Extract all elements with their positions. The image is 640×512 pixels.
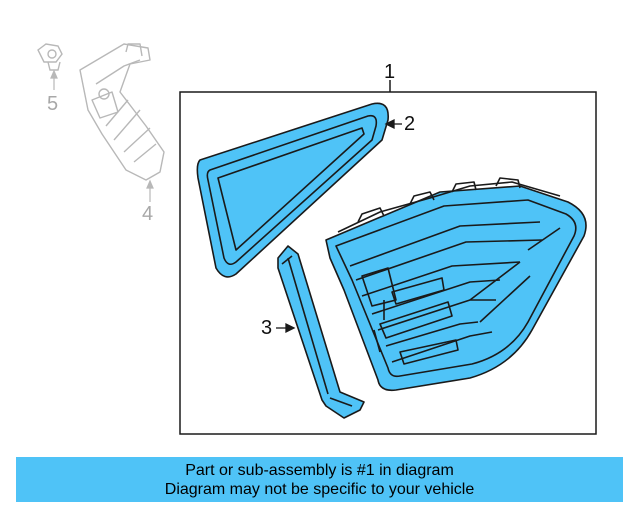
tail-lamp-assembly xyxy=(325,177,587,392)
seal-part-3 xyxy=(277,245,365,419)
assembly-box xyxy=(179,91,597,435)
faded-bolt xyxy=(37,43,63,71)
gasket-part-2 xyxy=(196,102,389,278)
faded-leader-5 xyxy=(50,69,58,90)
callout-2: 2 xyxy=(404,113,416,135)
notice-banner: Part or sub-assembly is #1 in diagram Di… xyxy=(16,457,623,502)
banner-line-2: Diagram may not be specific to your vehi… xyxy=(164,480,475,498)
banner-line-1: Part or sub-assembly is #1 in diagram xyxy=(185,461,454,479)
leader-3 xyxy=(276,322,296,334)
callout-1: 1 xyxy=(384,61,396,83)
faded-leader-4 xyxy=(146,179,154,202)
faded-bracket xyxy=(79,43,165,181)
callout-4: 4 xyxy=(142,203,154,225)
callout-5: 5 xyxy=(47,93,59,115)
leader-2 xyxy=(384,118,402,130)
parts-diagram xyxy=(37,43,597,435)
callout-3: 3 xyxy=(261,317,273,339)
